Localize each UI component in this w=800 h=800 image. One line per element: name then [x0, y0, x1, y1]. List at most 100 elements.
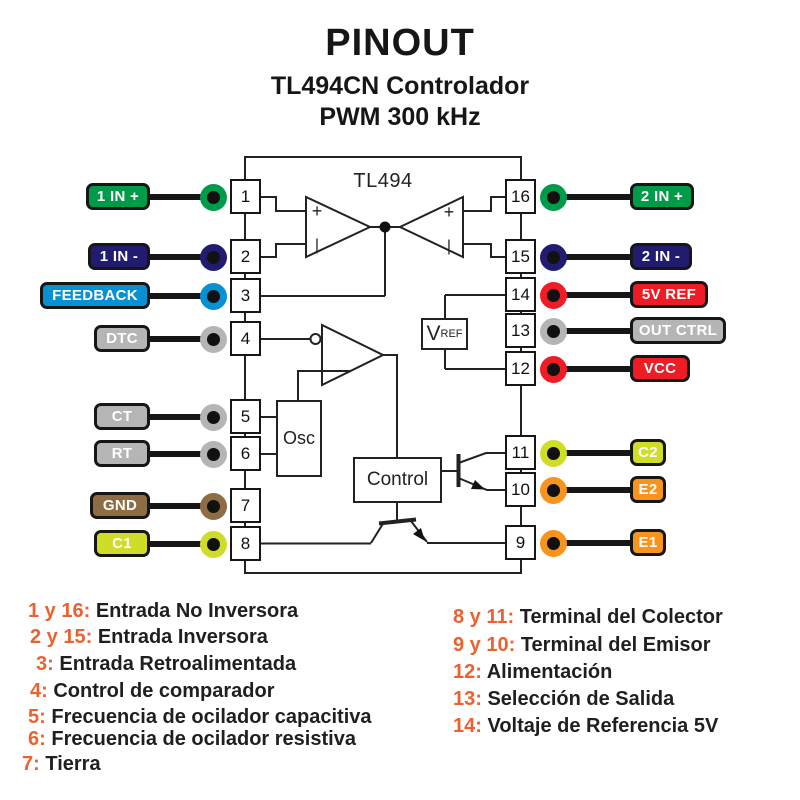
legend-pin-numbers: 14:: [453, 715, 482, 737]
pin-15-terminal: [539, 243, 567, 271]
pin-6-terminal: [199, 440, 227, 468]
pin-16-connector-line: [553, 194, 630, 200]
legend-pin-numbers: 6:: [28, 728, 46, 750]
vref-label: V: [426, 322, 441, 345]
pin-11-label-badge: C2: [630, 439, 666, 466]
oscillator-block: Osc: [276, 400, 322, 477]
pin-8-terminal: [199, 530, 227, 558]
pin-14-label-badge: 5V REF: [630, 281, 708, 308]
transistor1-bar: [378, 517, 417, 526]
pin-14-connector-line: [553, 292, 630, 298]
pin-13-label-badge: OUT CTRL: [630, 317, 726, 344]
pin-1-terminal: [199, 183, 227, 211]
pin-9-box: 9: [505, 525, 536, 560]
junction-dot: [379, 221, 391, 233]
legend-description: Tierra: [45, 753, 101, 775]
oscillator-label: Osc: [282, 428, 315, 448]
pin11-collector-wire: [458, 452, 505, 464]
pin-4-connector-line: [150, 336, 213, 342]
transistor1-collector-diag: [370, 521, 385, 544]
pin-16-box: 16: [505, 179, 536, 214]
pin-8-label-badge: C1: [94, 530, 150, 557]
pin-9-terminal: [539, 529, 567, 557]
pin-3-label-badge: FEEDBACK: [40, 282, 150, 309]
legend-pin-numbers: 8 y 11:: [453, 606, 515, 628]
chip-subtitle-line2: PWM 300 kHz: [319, 103, 481, 131]
osc-to-inverter-wire: [297, 370, 350, 400]
pin-6-connector-line: [150, 451, 213, 457]
pin16-wire: [463, 196, 505, 212]
pin-9-connector-line: [553, 540, 630, 546]
pin-13-box: 13: [505, 313, 536, 348]
legend-item-3-: 3: Entrada Retroalimentada: [36, 653, 296, 676]
pin-4-label-badge: DTC: [94, 325, 150, 352]
legend-item-1-y-16-: 1 y 16: Entrada No Inversora: [28, 600, 298, 623]
pin-7-label-badge: GND: [90, 492, 150, 519]
pin-10-box: 10: [505, 472, 536, 507]
legend-description: Selección de Salida: [487, 688, 675, 710]
legend-item-5-: 5: Frecuencia de ocilador capacitiva: [28, 706, 372, 729]
pin-11-box: 11: [505, 435, 536, 470]
pin-16-terminal: [539, 183, 567, 211]
legend-item-8-y-11-: 8 y 11: Terminal del Colector: [453, 606, 723, 629]
legend-description: Entrada No Inversora: [95, 600, 299, 622]
pin-5-connector-line: [150, 414, 213, 420]
pin-2-connector-line: [150, 254, 213, 260]
legend-description: Voltaje de Referencia 5V: [487, 715, 719, 737]
legend-pin-numbers: 9 y 10:: [453, 634, 516, 656]
comparator-symbols: + | + |: [312, 201, 455, 255]
pin-7-box: 7: [230, 488, 261, 523]
pin-12-label-badge: VCC: [630, 355, 690, 382]
pin-5-terminal: [199, 403, 227, 431]
inverter-output-wire: [383, 354, 398, 457]
pin15-wire: [463, 243, 505, 258]
pin-1-connector-line: [150, 194, 213, 200]
pin-3-box: 3: [230, 278, 261, 313]
legend-item-14-: 14: Voltaje de Referencia 5V: [453, 715, 718, 738]
pin-12-box: 12: [505, 351, 536, 386]
pin-13-terminal: [539, 317, 567, 345]
transistor1-emitter-arrow: [413, 528, 425, 541]
pin-11-terminal: [539, 439, 567, 467]
inverter-triangle: [321, 323, 386, 387]
legend-pin-numbers: 1 y 16:: [28, 600, 91, 622]
inverter-bubble: [309, 333, 322, 345]
legend-description: Entrada Retroalimentada: [59, 653, 297, 675]
legend-pin-numbers: 5:: [28, 706, 46, 728]
legend-pin-numbers: 3:: [36, 653, 54, 675]
comparator-2: [397, 195, 464, 259]
legend-pin-numbers: 13:: [453, 688, 482, 710]
pin-2-label-badge: 1 IN -: [88, 243, 150, 270]
pin-6-box: 6: [230, 436, 261, 471]
pin-3-terminal: [199, 282, 227, 310]
legend-item-13-: 13: Selección de Salida: [453, 688, 674, 711]
pin-6-label-badge: RT: [94, 440, 150, 467]
chip-wiring: [244, 156, 522, 574]
legend-pin-numbers: 12:: [453, 661, 482, 683]
pin-13-connector-line: [553, 328, 630, 334]
pin-5-label-badge: CT: [94, 403, 150, 430]
legend-item-7-: 7: Tierra: [22, 753, 101, 776]
pin-10-label-badge: E2: [630, 476, 666, 503]
pin-10-connector-line: [553, 487, 630, 493]
legend-pin-numbers: 7:: [22, 753, 40, 775]
pin-2-terminal: [199, 243, 227, 271]
legend-description: Entrada Inversora: [97, 626, 268, 648]
chip-outline: [244, 156, 522, 574]
comparator-2-plus: +: [444, 202, 455, 222]
pin-2-box: 2: [230, 239, 261, 274]
legend-item-4-: 4: Control de comparador: [30, 680, 275, 703]
legend-pin-numbers: 4:: [30, 680, 48, 702]
pin-14-terminal: [539, 281, 567, 309]
pin-9-label-badge: E1: [630, 529, 666, 556]
pin-15-connector-line: [553, 254, 630, 260]
pin2-wire: [261, 243, 306, 258]
page-title: PINOUT: [325, 22, 475, 64]
pin1-wire: [261, 196, 306, 212]
pin-15-label-badge: 2 IN -: [630, 243, 692, 270]
pin-12-terminal: [539, 355, 567, 383]
legend-description: Frecuencia de ocilador capacitiva: [51, 706, 372, 728]
comparator-1: [305, 195, 373, 259]
